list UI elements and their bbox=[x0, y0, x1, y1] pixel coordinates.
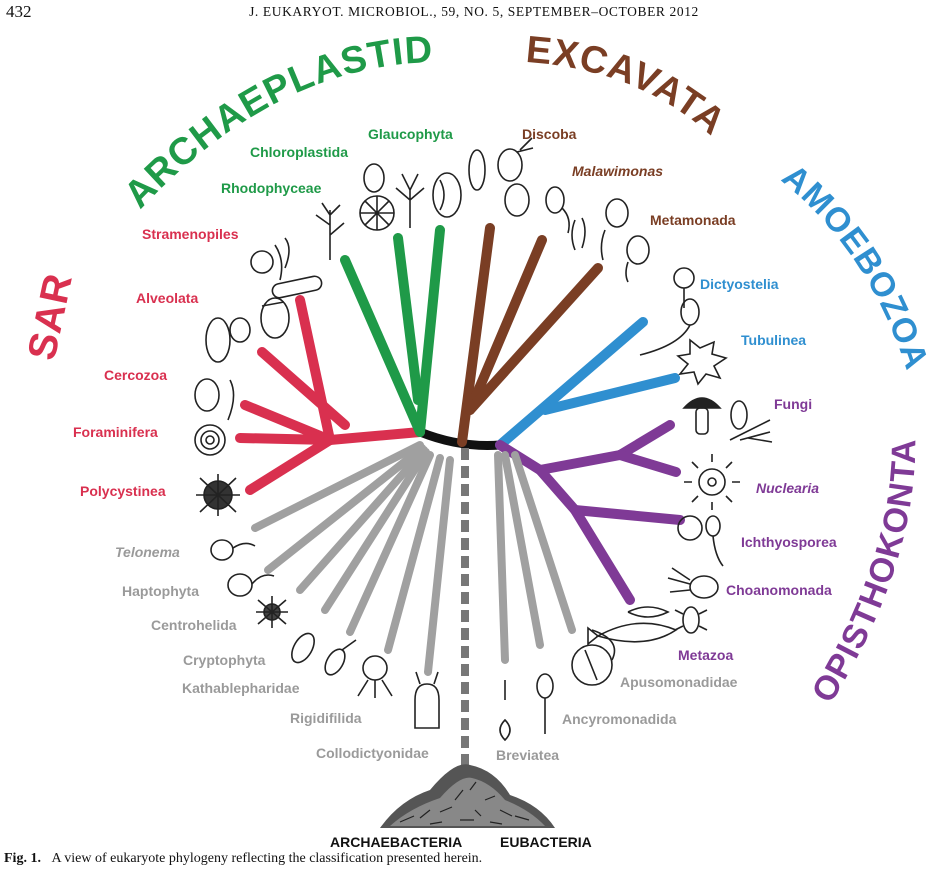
opisthokonta-branches bbox=[495, 420, 685, 605]
archaeplastida-branches bbox=[340, 225, 445, 437]
discoba-organism bbox=[468, 137, 534, 217]
foraminifera-organism bbox=[194, 424, 226, 456]
label-glaucophyta: Glaucophyta bbox=[368, 126, 453, 142]
label-dictyostelia: Dictyostelia bbox=[700, 276, 779, 292]
metamonad-organism bbox=[600, 198, 650, 283]
label-nuclearia: Nuclearia bbox=[756, 480, 819, 496]
label-metazoa: Metazoa bbox=[678, 647, 733, 663]
caption-label: Fig. 1. bbox=[4, 851, 41, 866]
supergroup-sar: SAR bbox=[20, 269, 81, 364]
label-cercozoa: Cercozoa bbox=[104, 367, 167, 383]
cercozoa-organism bbox=[194, 317, 235, 421]
label-ancyromonadida: Ancyromonadida bbox=[562, 711, 677, 727]
label-foraminifera: Foraminifera bbox=[73, 424, 158, 440]
label-malawimonas: Malawimonas bbox=[572, 163, 663, 179]
page-number: 432 bbox=[6, 2, 32, 21]
label-cryptophyta: Cryptophyta bbox=[183, 652, 266, 668]
label-apusomonadidae: Apusomonadidae bbox=[620, 674, 738, 690]
label-fungi: Fungi bbox=[774, 396, 812, 412]
label-collodictyonidae: Collodictyonidae bbox=[316, 745, 429, 761]
label-metamonada: Metamonada bbox=[650, 212, 736, 228]
label-rigidifilida: Rigidifilida bbox=[290, 710, 362, 726]
metazoa-organisms bbox=[587, 606, 708, 646]
cryptophyte-organism bbox=[291, 632, 315, 664]
caption-text: A view of eukaryote phylogeny reflecting… bbox=[51, 851, 483, 866]
label-haptophyta: Haptophyta bbox=[122, 583, 199, 599]
choanoflagellate-organism bbox=[667, 567, 719, 599]
apusomonad-organism bbox=[571, 629, 616, 686]
journal-header: J. EUKARYOT. MICROBIOL., 59, NO. 5, SEPT… bbox=[249, 4, 699, 19]
amoebozoa-branches bbox=[495, 317, 680, 450]
stramenopile-organism bbox=[250, 237, 323, 299]
unassigned-branches bbox=[251, 441, 576, 676]
chloroplastid-organism bbox=[359, 163, 395, 231]
label-telonema: Telonema bbox=[115, 544, 180, 560]
glaucophyte-organism bbox=[395, 172, 462, 228]
label-polycystinea: Polycystinea bbox=[80, 483, 166, 499]
label-choanomonada: Choanomonada bbox=[726, 582, 832, 598]
phylogeny-figure: SAR ARCHAEPLASTIDA EXCAVATA AMOEBOZOA OP… bbox=[0, 0, 935, 850]
polycystinea-organism bbox=[196, 474, 240, 516]
label-kathablepharidae: Kathablepharidae bbox=[182, 680, 300, 696]
label-chloroplastida: Chloroplastida bbox=[250, 144, 348, 160]
label-breviatea: Breviatea bbox=[496, 747, 559, 763]
supergroup-opisthokonta: OPISTHOKONTA bbox=[804, 438, 923, 709]
label-eubacteria: EUBACTERIA bbox=[500, 834, 592, 850]
telonema-organism bbox=[210, 539, 256, 561]
tubulinea-organism bbox=[676, 338, 728, 386]
label-ichthyosporea: Ichthyosporea bbox=[741, 534, 837, 550]
label-stramenopiles: Stramenopiles bbox=[142, 226, 239, 242]
malawimonas-organism bbox=[545, 186, 586, 251]
figure-caption: Fig. 1. A view of eukaryote phylogeny re… bbox=[4, 851, 482, 867]
bacteria-pile bbox=[380, 764, 555, 828]
rhodophyte-organism bbox=[315, 202, 345, 260]
ancyromonad-organism bbox=[536, 673, 554, 734]
label-discoba: Discoba bbox=[522, 126, 577, 142]
sar-branches bbox=[235, 295, 425, 495]
collodictyonid-organism bbox=[414, 671, 440, 729]
alveolate-organism bbox=[229, 297, 290, 343]
nuclearia-organism bbox=[684, 454, 740, 510]
rigidifilid-organism bbox=[357, 655, 393, 698]
breviate-organism bbox=[499, 680, 511, 742]
haptophyte-organism bbox=[227, 573, 275, 597]
excavata-branches bbox=[457, 223, 603, 447]
kathablepharid-organism bbox=[324, 639, 357, 676]
label-tubulinea: Tubulinea bbox=[741, 332, 806, 348]
dictyostelium-organism bbox=[639, 267, 700, 356]
supergroup-archaeplastida: ARCHAEPLASTIDA bbox=[0, 0, 434, 216]
label-archaebacteria: ARCHAEBACTERIA bbox=[330, 834, 462, 850]
label-centrohelida: Centrohelida bbox=[151, 617, 237, 633]
label-rhodophyceae: Rhodophyceae bbox=[221, 180, 322, 196]
ichthyosporea-organism bbox=[677, 515, 724, 567]
label-alveolata: Alveolata bbox=[136, 290, 198, 306]
fungus-organism bbox=[682, 397, 773, 443]
centrohelid-organism bbox=[256, 596, 288, 628]
